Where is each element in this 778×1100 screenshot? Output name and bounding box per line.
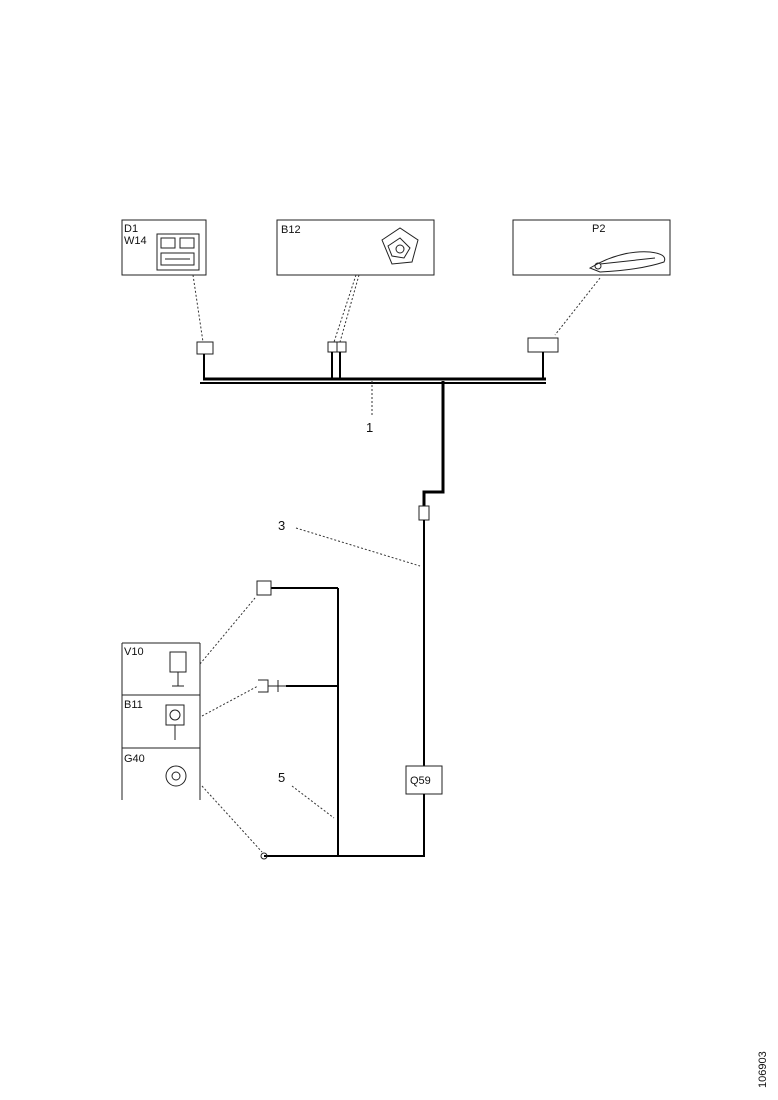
lead-p2-connector bbox=[554, 277, 601, 336]
label-p2: P2 bbox=[592, 223, 605, 235]
valve-icon bbox=[169, 651, 187, 687]
lead-b12-connector-a bbox=[333, 274, 357, 343]
sensor-icon bbox=[381, 227, 419, 265]
component-box-p2: P2 bbox=[512, 219, 671, 276]
harness-part-icon bbox=[588, 251, 666, 273]
lead-v10 bbox=[199, 597, 256, 665]
branch-harness-wire bbox=[422, 381, 445, 506]
connector-top-branch bbox=[256, 580, 272, 596]
connector-b12 bbox=[327, 341, 347, 378]
control-module-icon bbox=[156, 233, 200, 271]
document-id: 106903 bbox=[757, 1051, 769, 1088]
label-d1: D1 bbox=[124, 223, 138, 235]
connector-middle-branch bbox=[258, 679, 286, 693]
pressure-sensor-icon bbox=[165, 704, 185, 740]
callout-5: 5 bbox=[278, 770, 285, 785]
lower-harness-wire bbox=[264, 794, 425, 857]
label-b11: B11 bbox=[124, 699, 143, 711]
lead-d1-connector bbox=[192, 274, 204, 343]
lead-callout-5 bbox=[291, 785, 335, 819]
component-box-b12: B12 bbox=[276, 219, 435, 276]
ground-point bbox=[260, 852, 268, 860]
connector-p2 bbox=[527, 337, 559, 378]
motor-icon bbox=[165, 765, 187, 787]
callout-3: 3 bbox=[278, 518, 285, 533]
label-q59: Q59 bbox=[410, 775, 431, 787]
label-b12: B12 bbox=[281, 224, 301, 236]
lead-callout-3 bbox=[295, 527, 421, 567]
label-w14: W14 bbox=[124, 235, 147, 247]
lead-b11 bbox=[201, 685, 259, 717]
callout-1: 1 bbox=[366, 420, 373, 435]
component-stack-left: V10 B11 G40 bbox=[121, 642, 201, 800]
lead-b12-connector-b bbox=[339, 274, 360, 343]
label-g40: G40 bbox=[124, 753, 145, 765]
lead-g40 bbox=[201, 785, 263, 853]
component-q59: Q59 bbox=[405, 765, 443, 795]
inline-connector bbox=[418, 505, 430, 521]
connector-d1 bbox=[196, 341, 214, 378]
component-box-d1-w14: D1 W14 bbox=[121, 219, 207, 276]
label-v10: V10 bbox=[124, 646, 144, 658]
